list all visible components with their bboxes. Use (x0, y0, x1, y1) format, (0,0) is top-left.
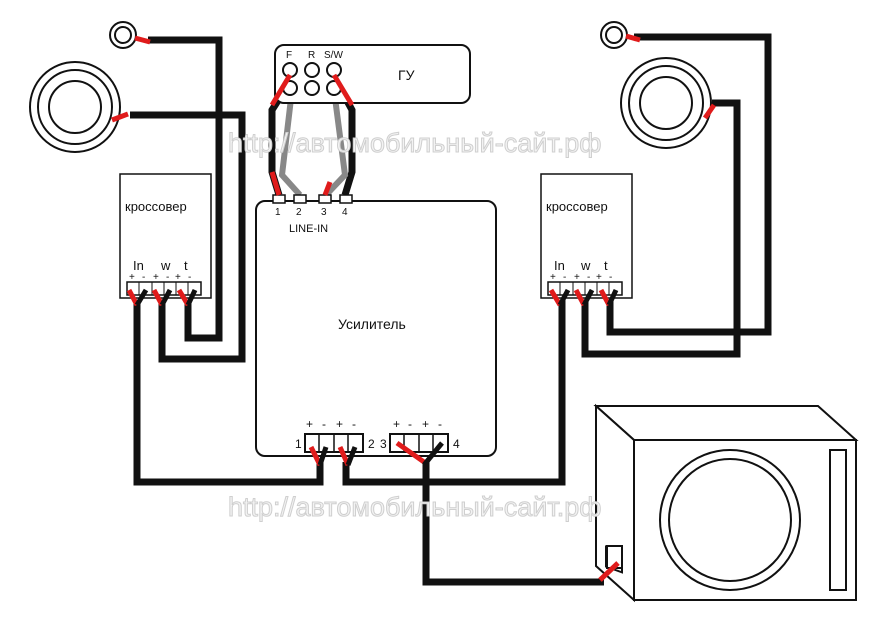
black-right-xover-in (557, 288, 571, 307)
hu-pin-rear: R (308, 50, 315, 61)
black-amp-ch1 (317, 446, 329, 466)
red-right-woofer (702, 103, 717, 120)
amp-channel-1: 1 (295, 437, 302, 451)
crossover-right-label: кроссовер (546, 199, 608, 214)
wire-right-in-neg (342, 300, 566, 486)
line-in-pin-4: 4 (342, 207, 348, 218)
black-left-xover-t (185, 288, 198, 307)
rca-front-grey (278, 89, 303, 198)
crossover-left-t: t (184, 258, 188, 273)
crossover-right-in: In (554, 258, 565, 273)
amp-out-sign-5: + (393, 417, 400, 431)
amp-out-sign-6: - (408, 417, 412, 431)
crossover-left-in: In (133, 258, 144, 273)
left-tweeter (109, 21, 137, 49)
head-unit: F R S/W ГУ (274, 44, 471, 104)
crossover-left-label: кроссовер (125, 199, 187, 214)
red-line-in-3 (322, 181, 333, 196)
watermark-bottom: http://автомобильный-сайт.рф (228, 492, 601, 522)
right-tweeter (600, 21, 628, 49)
crossover-left-sign-3: + (153, 272, 159, 283)
wire-left-woofer-neg (130, 111, 246, 363)
amp-out-sign-7: + (422, 417, 429, 431)
hu-pin-front: F (286, 50, 292, 61)
black-amp-ch2 (345, 446, 358, 466)
wire-right-tweeter-neg (606, 33, 772, 336)
crossover-right-sign-2: - (563, 272, 566, 283)
hu-jack-r-bottom (304, 80, 320, 96)
crossover-left-sign-2: - (142, 272, 145, 283)
crossover-right-sign-5: + (596, 272, 602, 283)
hu-jack-r-top (304, 62, 320, 78)
amp-out-sign-3: + (336, 417, 343, 431)
red-hu-sw (331, 73, 355, 107)
red-line-in-1 (269, 171, 282, 196)
red-amp-sub (395, 440, 426, 465)
hu-jack-sw-top (326, 62, 342, 78)
amp-channel-3: 3 (380, 437, 387, 451)
red-hu-front (269, 73, 293, 107)
crossover-right-sign-1: + (550, 272, 556, 283)
line-in-terminal-4 (339, 194, 353, 204)
wire-right-woofer-neg (581, 99, 741, 358)
crossover-right-t: t (604, 258, 608, 273)
amp-channel-2: 2 (368, 437, 375, 451)
black-wires (130, 33, 772, 586)
line-in-terminal-2 (293, 194, 307, 204)
black-left-xover-w (159, 288, 173, 307)
hu-pin-sw: S/W (324, 50, 343, 61)
head-unit-label: ГУ (398, 67, 415, 83)
crossover-left-sign-6: - (188, 272, 191, 283)
subwoofer-box (593, 403, 859, 603)
crossover-left: кроссовер In w t + - + - + - (119, 173, 212, 299)
wire-sub-neg (422, 462, 604, 586)
black-right-xover-t (606, 288, 619, 307)
crossover-left-w: w (160, 258, 171, 273)
amp-out-sign-1: + (306, 417, 313, 431)
line-in-pin-3: 3 (321, 207, 327, 218)
amplifier: 1 2 3 4 LINE-IN Усилитель + - + - + - + … (255, 194, 497, 457)
black-amp-sub (422, 441, 444, 467)
line-in-terminal-3 (318, 194, 332, 204)
line-in-terminal-1 (272, 194, 286, 204)
wire-left-in-neg (133, 300, 324, 486)
crossover-right-sign-4: - (587, 272, 590, 283)
line-in-pin-1: 1 (275, 207, 281, 218)
crossover-left-sign-4: - (166, 272, 169, 283)
watermark-top: http://автомобильный-сайт.рф (228, 128, 601, 158)
amplifier-label: Усилитель (338, 316, 406, 332)
red-sub-terminal (598, 561, 620, 582)
crossover-right-sign-3: + (574, 272, 580, 283)
amp-out-sign-8: - (438, 417, 442, 431)
line-in-pin-2: 2 (296, 207, 302, 218)
red-left-tweeter (134, 35, 151, 45)
red-left-woofer (111, 111, 129, 123)
right-woofer (620, 57, 712, 149)
amp-out-sign-4: - (352, 417, 356, 431)
amp-channel-4: 4 (453, 437, 460, 451)
rca-sw-grey (323, 89, 349, 198)
left-woofer (29, 61, 121, 153)
crossover-left-sign-1: + (129, 272, 135, 283)
red-wires (111, 33, 717, 582)
crossover-right-sign-6: - (609, 272, 612, 283)
hu-jack-f-top (282, 62, 298, 78)
black-right-xover-w (581, 288, 595, 307)
crossover-right: кроссовер In w t + - + - + - (540, 173, 633, 299)
line-in-label: LINE-IN (289, 223, 328, 235)
red-right-tweeter (625, 33, 641, 43)
rca-grey-cables (278, 89, 349, 198)
red-right-xover-in (548, 288, 563, 307)
black-left-xover-in (134, 288, 149, 307)
black-output-stubs (134, 288, 619, 467)
amp-out-sign-2: - (322, 417, 326, 431)
wire-left-tweeter-neg (148, 36, 223, 342)
crossover-right-w: w (580, 258, 591, 273)
crossover-left-sign-5: + (175, 272, 181, 283)
